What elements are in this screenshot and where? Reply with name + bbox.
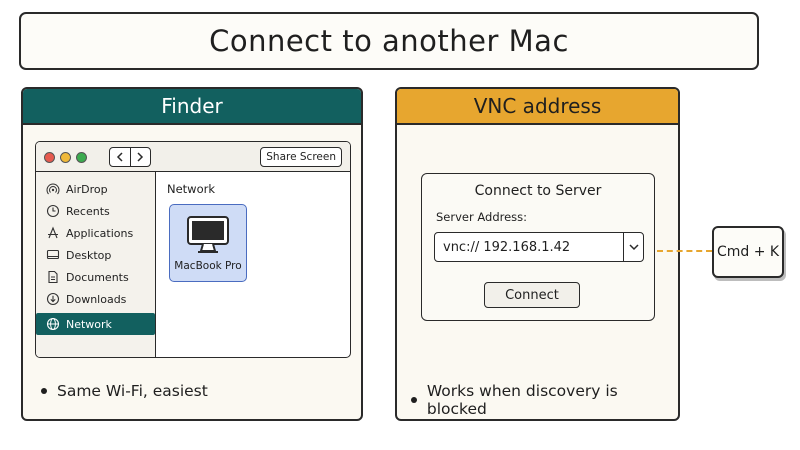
- finder-panel: Finder Share Screen AirDrop: [21, 87, 363, 421]
- download-icon: [46, 292, 60, 306]
- connect-to-server-dialog: Connect to Server Server Address: vnc://…: [421, 173, 655, 321]
- document-icon: [48, 270, 58, 284]
- back-button[interactable]: [110, 148, 131, 166]
- chevron-right-icon: [137, 152, 144, 162]
- shortcut-key: Cmd + K: [712, 226, 784, 278]
- bullet-dot: [411, 397, 417, 403]
- desktop-icon: [46, 249, 60, 260]
- sidebar-item-label: Desktop: [66, 248, 112, 262]
- title-box: Connect to another Mac: [19, 12, 759, 70]
- finder-sidebar: AirDrop Recents Applications Desktop Doc…: [36, 172, 156, 357]
- sidebar-item-applications[interactable]: Applications: [36, 222, 155, 244]
- sidebar-item-airdrop[interactable]: AirDrop: [36, 178, 155, 200]
- globe-icon: [46, 317, 60, 331]
- applications-icon: [48, 226, 58, 239]
- server-address-label: Server Address:: [436, 210, 528, 224]
- sidebar-item-network[interactable]: Network: [36, 313, 155, 335]
- server-address-field[interactable]: vnc:// 192.168.1.42: [434, 232, 644, 262]
- sidebar-item-label: Applications: [66, 226, 134, 240]
- sidebar-item-label: Recents: [66, 204, 110, 218]
- device-label: MacBook Pro: [174, 259, 242, 272]
- finder-window: Share Screen AirDrop Recents Application…: [35, 141, 351, 358]
- sidebar-item-label: Documents: [66, 270, 129, 284]
- sidebar-item-documents[interactable]: Documents: [36, 266, 155, 288]
- zoom-window-button[interactable]: [76, 152, 87, 163]
- finder-content: Network MacBook Pro: [157, 172, 350, 357]
- close-window-button[interactable]: [44, 152, 55, 163]
- bullet-dot: [41, 388, 47, 394]
- finder-bullet: Same Wi-Fi, easiest: [41, 382, 208, 400]
- vnc-panel: VNC address Connect to Server Server Add…: [395, 87, 680, 421]
- vnc-bullet: Works when discovery is blocked: [411, 382, 678, 418]
- page-title: Connect to another Mac: [209, 24, 569, 58]
- dialog-title: Connect to Server: [474, 183, 602, 199]
- sidebar-item-desktop[interactable]: Desktop: [36, 244, 155, 266]
- content-title: Network: [167, 182, 216, 196]
- bullet-text: Same Wi-Fi, easiest: [57, 382, 208, 400]
- vnc-panel-header: VNC address: [397, 89, 678, 125]
- server-address-value[interactable]: vnc:// 192.168.1.42: [443, 239, 571, 255]
- nav-buttons: [109, 147, 151, 167]
- share-screen-button[interactable]: Share Screen: [260, 147, 342, 167]
- dashed-connector: [657, 250, 712, 252]
- sidebar-item-label: AirDrop: [66, 182, 108, 196]
- chevron-left-icon: [116, 152, 123, 162]
- chevron-down-icon: [628, 243, 639, 250]
- sidebar-item-downloads[interactable]: Downloads: [36, 288, 155, 310]
- address-history-dropdown[interactable]: [623, 233, 643, 261]
- sidebar-item-label: Network: [66, 317, 112, 331]
- forward-button[interactable]: [131, 148, 151, 166]
- finder-toolbar: Share Screen: [36, 142, 350, 172]
- airdrop-icon: [46, 183, 60, 195]
- imac-icon: [187, 215, 229, 253]
- bullet-text: Works when discovery is blocked: [426, 382, 618, 418]
- minimize-window-button[interactable]: [60, 152, 71, 163]
- sidebar-item-recents[interactable]: Recents: [36, 200, 155, 222]
- finder-panel-header: Finder: [23, 89, 361, 125]
- connect-button[interactable]: Connect: [484, 282, 580, 308]
- network-device-tile[interactable]: MacBook Pro: [169, 204, 247, 282]
- clock-icon: [46, 204, 60, 218]
- sidebar-item-label: Downloads: [66, 292, 127, 306]
